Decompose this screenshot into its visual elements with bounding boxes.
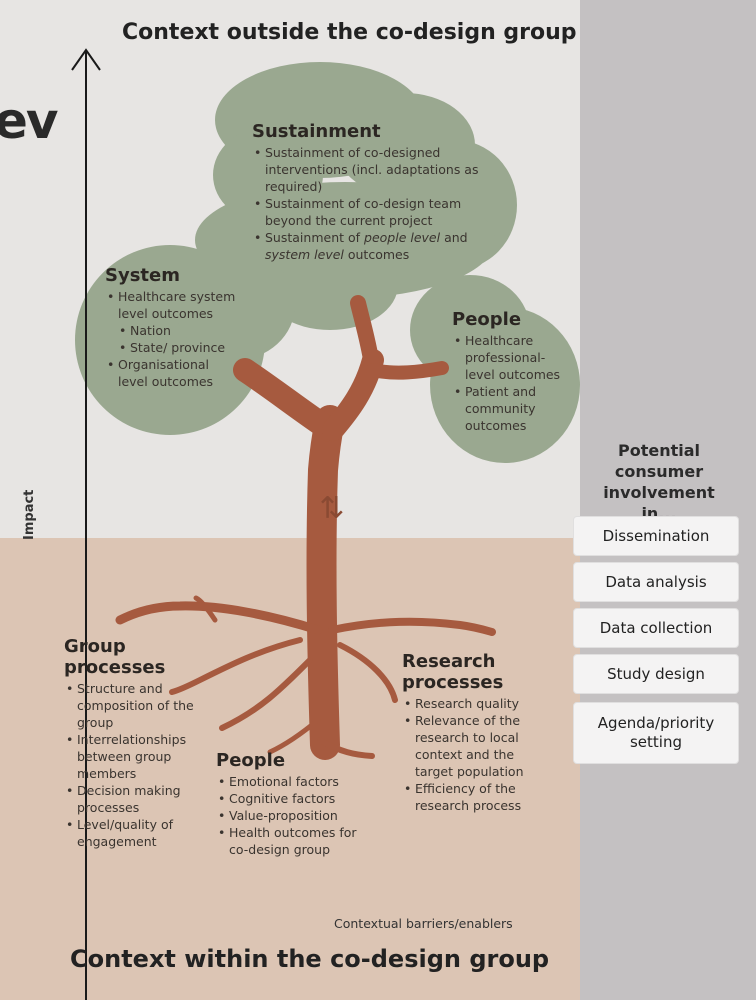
- top-heading: Context outside the co-design group: [122, 20, 577, 45]
- people-upper-block: People Healthcare professional-level out…: [452, 309, 567, 434]
- research-processes-item: Research quality: [402, 695, 537, 712]
- system-item: Organisational level outcomes: [105, 356, 240, 390]
- tree-trunk: [115, 295, 496, 760]
- group-processes-title: Group processes: [64, 636, 166, 678]
- bottom-heading: Context within the co-design group: [70, 945, 550, 973]
- sustainment-item: Sustainment of people level and system l…: [252, 229, 492, 263]
- people-upper-item: Patient and community outcomes: [452, 383, 567, 434]
- branch-left: [233, 358, 342, 442]
- system-title: System: [105, 265, 180, 286]
- trunk-double-arrow-icon: ⇅: [319, 491, 344, 526]
- group-processes-block: Group processes Structure and compositio…: [64, 636, 194, 850]
- sustainment-title: Sustainment: [252, 121, 381, 142]
- system-subitem: Nation: [105, 322, 240, 339]
- people-lower-item: Emotional factors: [216, 773, 366, 790]
- people-lower-item: Health outcomes for co-design group: [216, 824, 366, 858]
- research-processes-item: Relevance of the research to local conte…: [402, 712, 537, 780]
- system-item: Healthcare system level outcomes: [105, 288, 240, 322]
- group-processes-item: Decision making processes: [64, 782, 194, 816]
- root-base: [317, 737, 375, 759]
- people-lower-item: Value-proposition: [216, 807, 366, 824]
- impact-axis-arrow: [71, 48, 101, 1000]
- research-processes-block: Research processes Research quality Rele…: [402, 651, 537, 814]
- trunk: [306, 405, 345, 760]
- stage-box-data-collection: Data collection: [573, 608, 739, 648]
- people-upper-title: People: [452, 309, 522, 330]
- people-lower-block: People Emotional factors Cognitive facto…: [216, 750, 366, 858]
- research-processes-item: Efficiency of the research process: [402, 780, 537, 814]
- stage-box-data-analysis: Data analysis: [573, 562, 739, 602]
- partial-slide-title: ev: [0, 92, 59, 150]
- research-processes-title: Research processes: [402, 651, 504, 693]
- root-base-left: [267, 717, 321, 755]
- stage-box-agenda-setting: Agenda/priority setting: [573, 702, 739, 764]
- group-processes-item: Level/quality of engagement: [64, 816, 194, 850]
- system-subitem: State/ province: [105, 339, 240, 356]
- sustainment-item: Sustainment of co-designed interventions…: [252, 144, 492, 195]
- impact-axis-label: Impact: [22, 489, 37, 540]
- contextual-footnote: Contextual barriers/enablers: [334, 916, 513, 931]
- people-lower-item: Cognitive factors: [216, 790, 366, 807]
- sustainment-item: Sustainment of co-design team beyond the…: [252, 195, 492, 229]
- group-processes-item: Interrelationships between group members: [64, 731, 194, 782]
- people-upper-item: Healthcare professional-level outcomes: [452, 332, 567, 383]
- right-side-panel: [580, 0, 756, 1000]
- root-right: [328, 617, 496, 636]
- root-right-down: [337, 642, 398, 703]
- branch-right-arm: [366, 361, 449, 380]
- root-left-tip: [193, 595, 218, 623]
- sustainment-block: Sustainment Sustainment of co-designed i…: [252, 121, 492, 263]
- stage-box-study-design: Study design: [573, 654, 739, 694]
- potential-involvement-heading: Potential consumer involvement in...: [603, 441, 715, 523]
- people-lower-title: People: [216, 750, 286, 771]
- root-left: [115, 601, 323, 635]
- root-left-mid: [219, 657, 313, 731]
- arrow-head: [71, 48, 101, 71]
- stage-box-dissemination: Dissemination: [573, 516, 739, 556]
- system-block: System Healthcare system level outcomes …: [105, 265, 240, 390]
- group-processes-item: Structure and composition of the group: [64, 680, 194, 731]
- branch-right-tip: [350, 295, 380, 373]
